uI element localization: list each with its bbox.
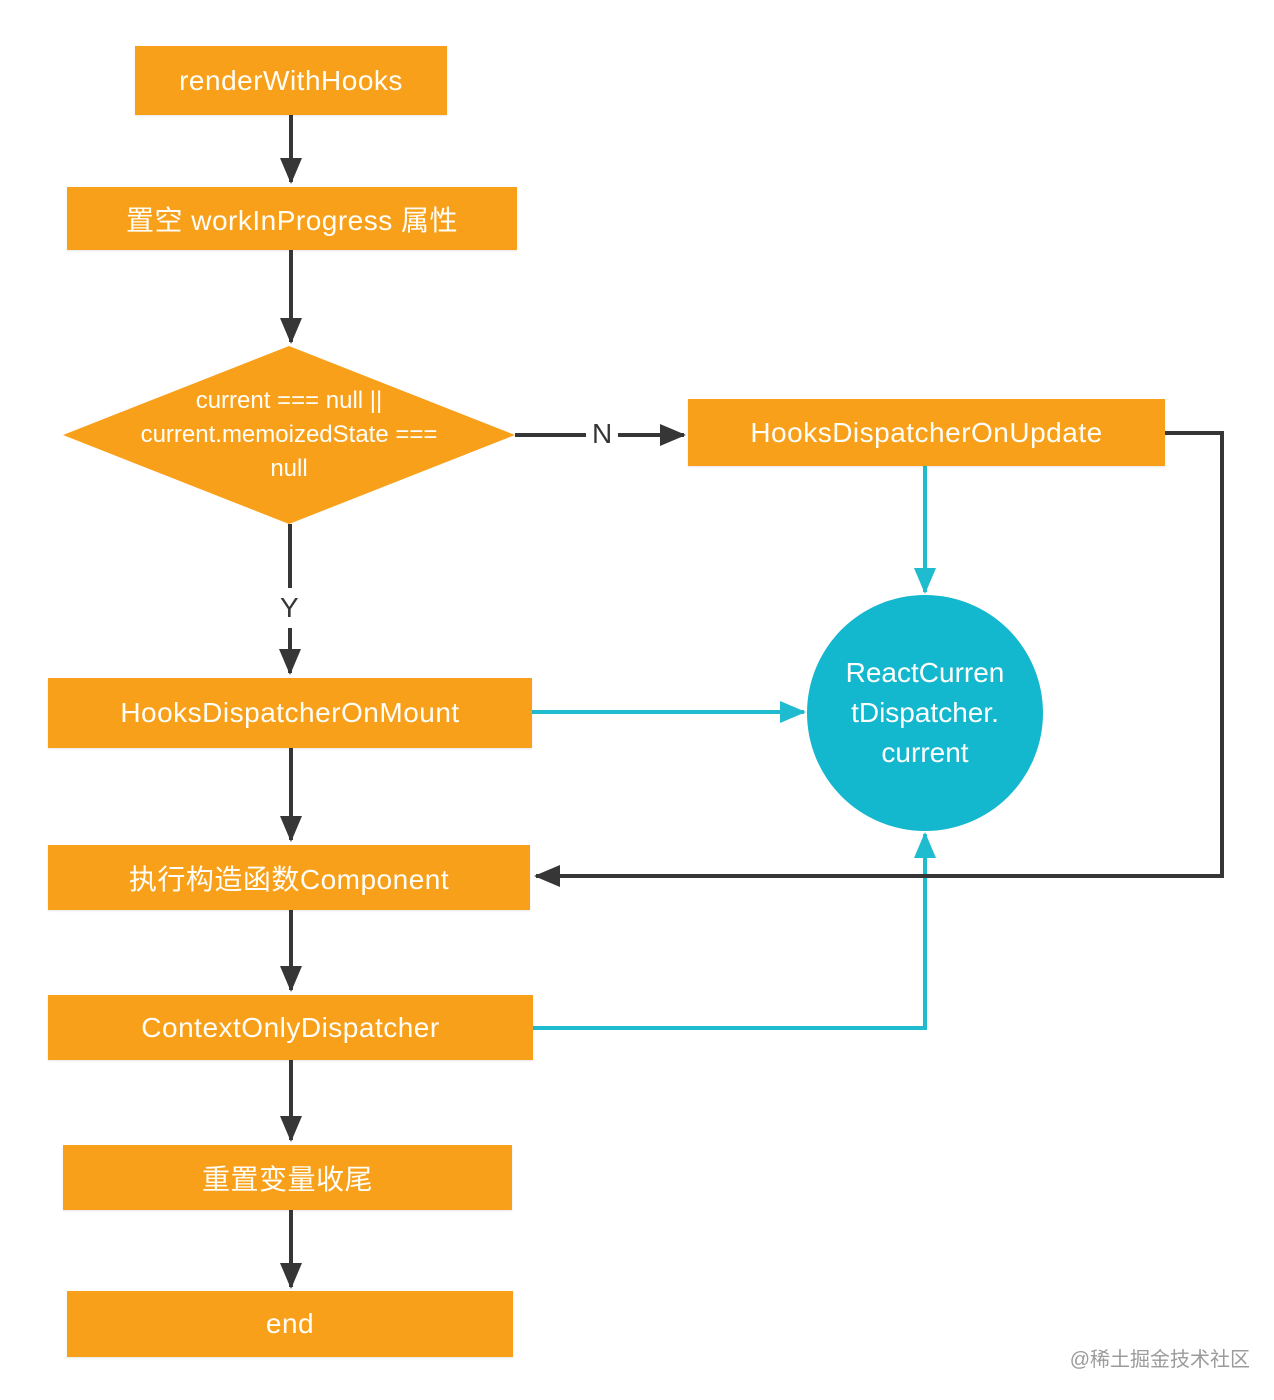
node-render-with-hooks: renderWithHooks — [135, 46, 447, 115]
circle-react-current-dispatcher: ReactCurren tDispatcher. current — [807, 595, 1043, 831]
watermark-juejin: @稀土掘金技术社区 — [1069, 1349, 1250, 1371]
edge-label-yes: Y — [278, 588, 301, 628]
circle-line-1: ReactCurren — [845, 657, 1005, 688]
edge-label-no: N — [586, 420, 619, 448]
circle-line-2: tDispatcher. — [851, 697, 999, 728]
decision-line-2: current.memoizedState === — [140, 421, 438, 448]
decision-line-3: null — [270, 455, 308, 482]
node-context-only-dispatcher: ContextOnlyDispatcher — [48, 995, 533, 1060]
decision-diamond-current-null: current === null || current.memoizedStat… — [63, 346, 515, 524]
circle-line-3: current — [881, 737, 969, 768]
node-clear-work-in-progress: 置空 workInProgress 属性 — [67, 187, 517, 250]
node-end: end — [67, 1291, 513, 1357]
decision-line-1: current === null || — [195, 387, 383, 414]
node-exec-component: 执行构造函数Component — [48, 845, 530, 910]
edge-context-to-circle — [533, 832, 936, 1030]
node-reset-variables: 重置变量收尾 — [63, 1145, 512, 1210]
node-hooks-dispatcher-on-update: HooksDispatcherOnUpdate — [688, 399, 1165, 466]
node-hooks-dispatcher-on-mount: HooksDispatcherOnMount — [48, 678, 532, 748]
